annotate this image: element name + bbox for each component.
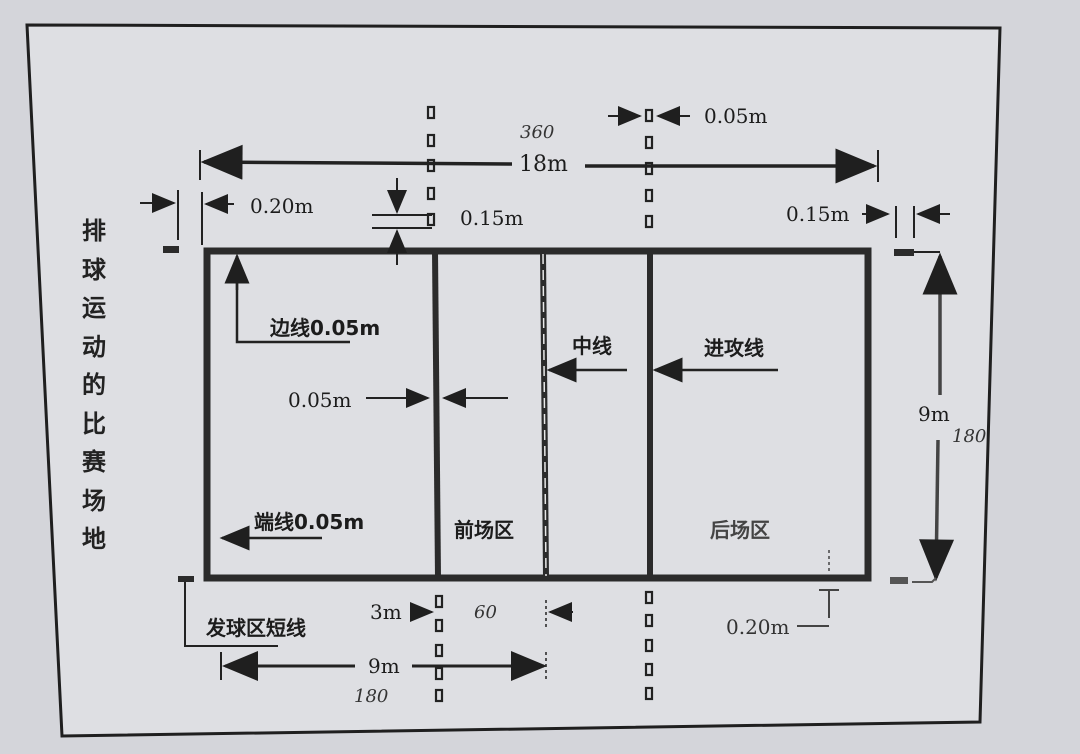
width-note: 180	[952, 426, 987, 447]
back-zone-label: 后场区	[710, 518, 770, 542]
service-zone-label: 发球区短线	[206, 616, 306, 640]
title-char: 比	[82, 409, 106, 438]
title-char: 场	[82, 486, 106, 515]
line-width-label: 0.15m	[460, 206, 524, 230]
title-char: 的	[82, 371, 106, 399]
diagram-title: 排 球 运 动 的 比 赛 场 地	[74, 212, 114, 559]
half-note: 180	[354, 686, 389, 707]
line-width-right-label: 0.15m	[786, 202, 850, 226]
length-note: 360	[520, 122, 555, 143]
title-char: 排	[82, 217, 106, 245]
attack-line-extension-right	[644, 108, 654, 701]
endline-label: 端线0.05m	[254, 510, 365, 534]
post-distance-top-label: 0.20m	[250, 194, 314, 218]
title-char: 动	[82, 332, 106, 361]
attack-line-width-label: 0.05m	[288, 388, 352, 412]
attack-note: 60	[474, 602, 497, 623]
court-width-label: 9m	[918, 402, 950, 426]
attack-line-left	[432, 250, 441, 579]
front-zone-label: 前场区	[454, 518, 514, 542]
attack-line-label: 进攻线	[704, 336, 764, 360]
center-line-label: 中线	[572, 334, 612, 358]
sideline-label: 边线0.05m	[270, 316, 381, 340]
extension-width-label: 0.05m	[704, 104, 768, 128]
title-char: 地	[82, 525, 106, 553]
court-boundary	[203, 247, 872, 582]
attack-zone-depth-label: 3m	[370, 600, 402, 624]
post-distance-bottom-label: 0.20m	[726, 615, 790, 639]
title-char: 球	[82, 255, 106, 284]
title-char: 运	[82, 294, 106, 322]
half-length-label: 9m	[368, 654, 400, 678]
court-length-label: 18m	[519, 152, 568, 177]
page-frame	[25, 23, 1002, 738]
title-char: 赛	[82, 448, 106, 476]
